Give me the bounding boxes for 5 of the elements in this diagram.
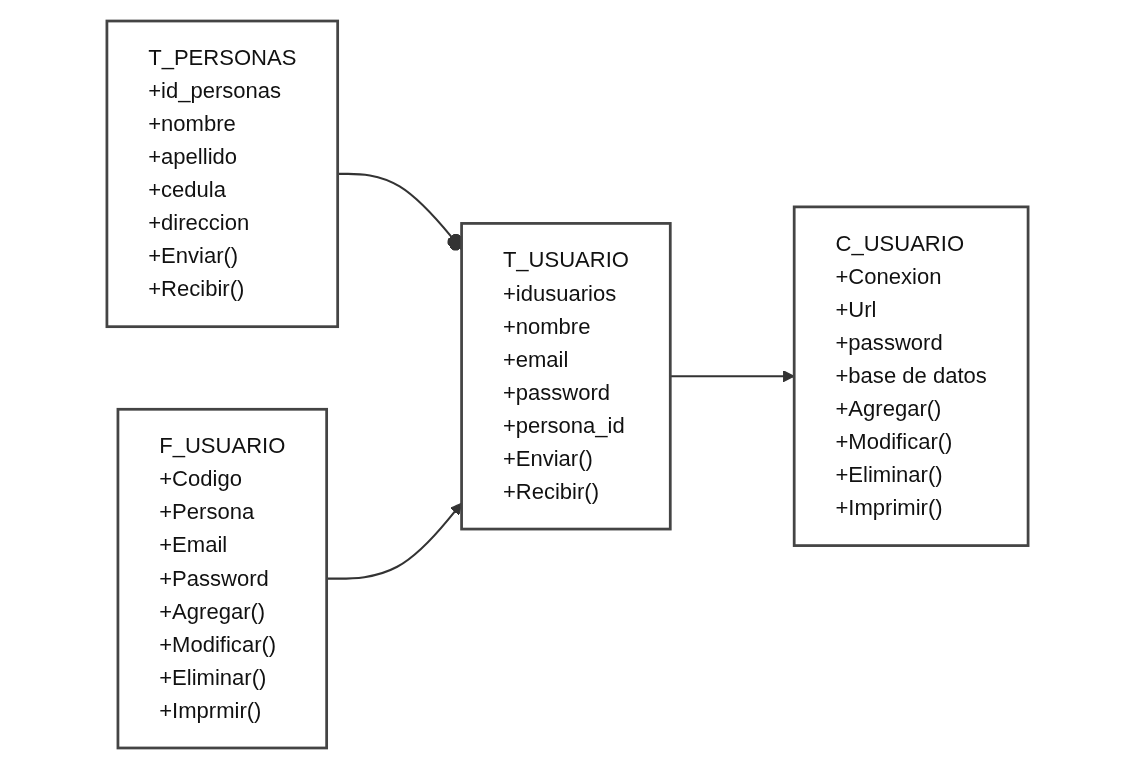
node-box: C_USUARIO +Conexion +Url +password +base de datos +Agregar() +Modificar() +Eliminar() +Imprimir() <box>792 205 1030 547</box>
node-box: T_USUARIO +idusuarios +nombre +email +password +persona_id +Enviar() +Recibir() <box>460 222 672 531</box>
node-box: T_PERSONAS +id_personas +nombre +apellido +cedula +direccion +Enviar() +Recibir() <box>105 19 340 329</box>
node-box: F_USUARIO +Codigo +Persona +Email +Password +Agregar() +Modificar() +Eliminar() +Imprmir() <box>116 407 328 750</box>
arrow <box>670 370 795 383</box>
